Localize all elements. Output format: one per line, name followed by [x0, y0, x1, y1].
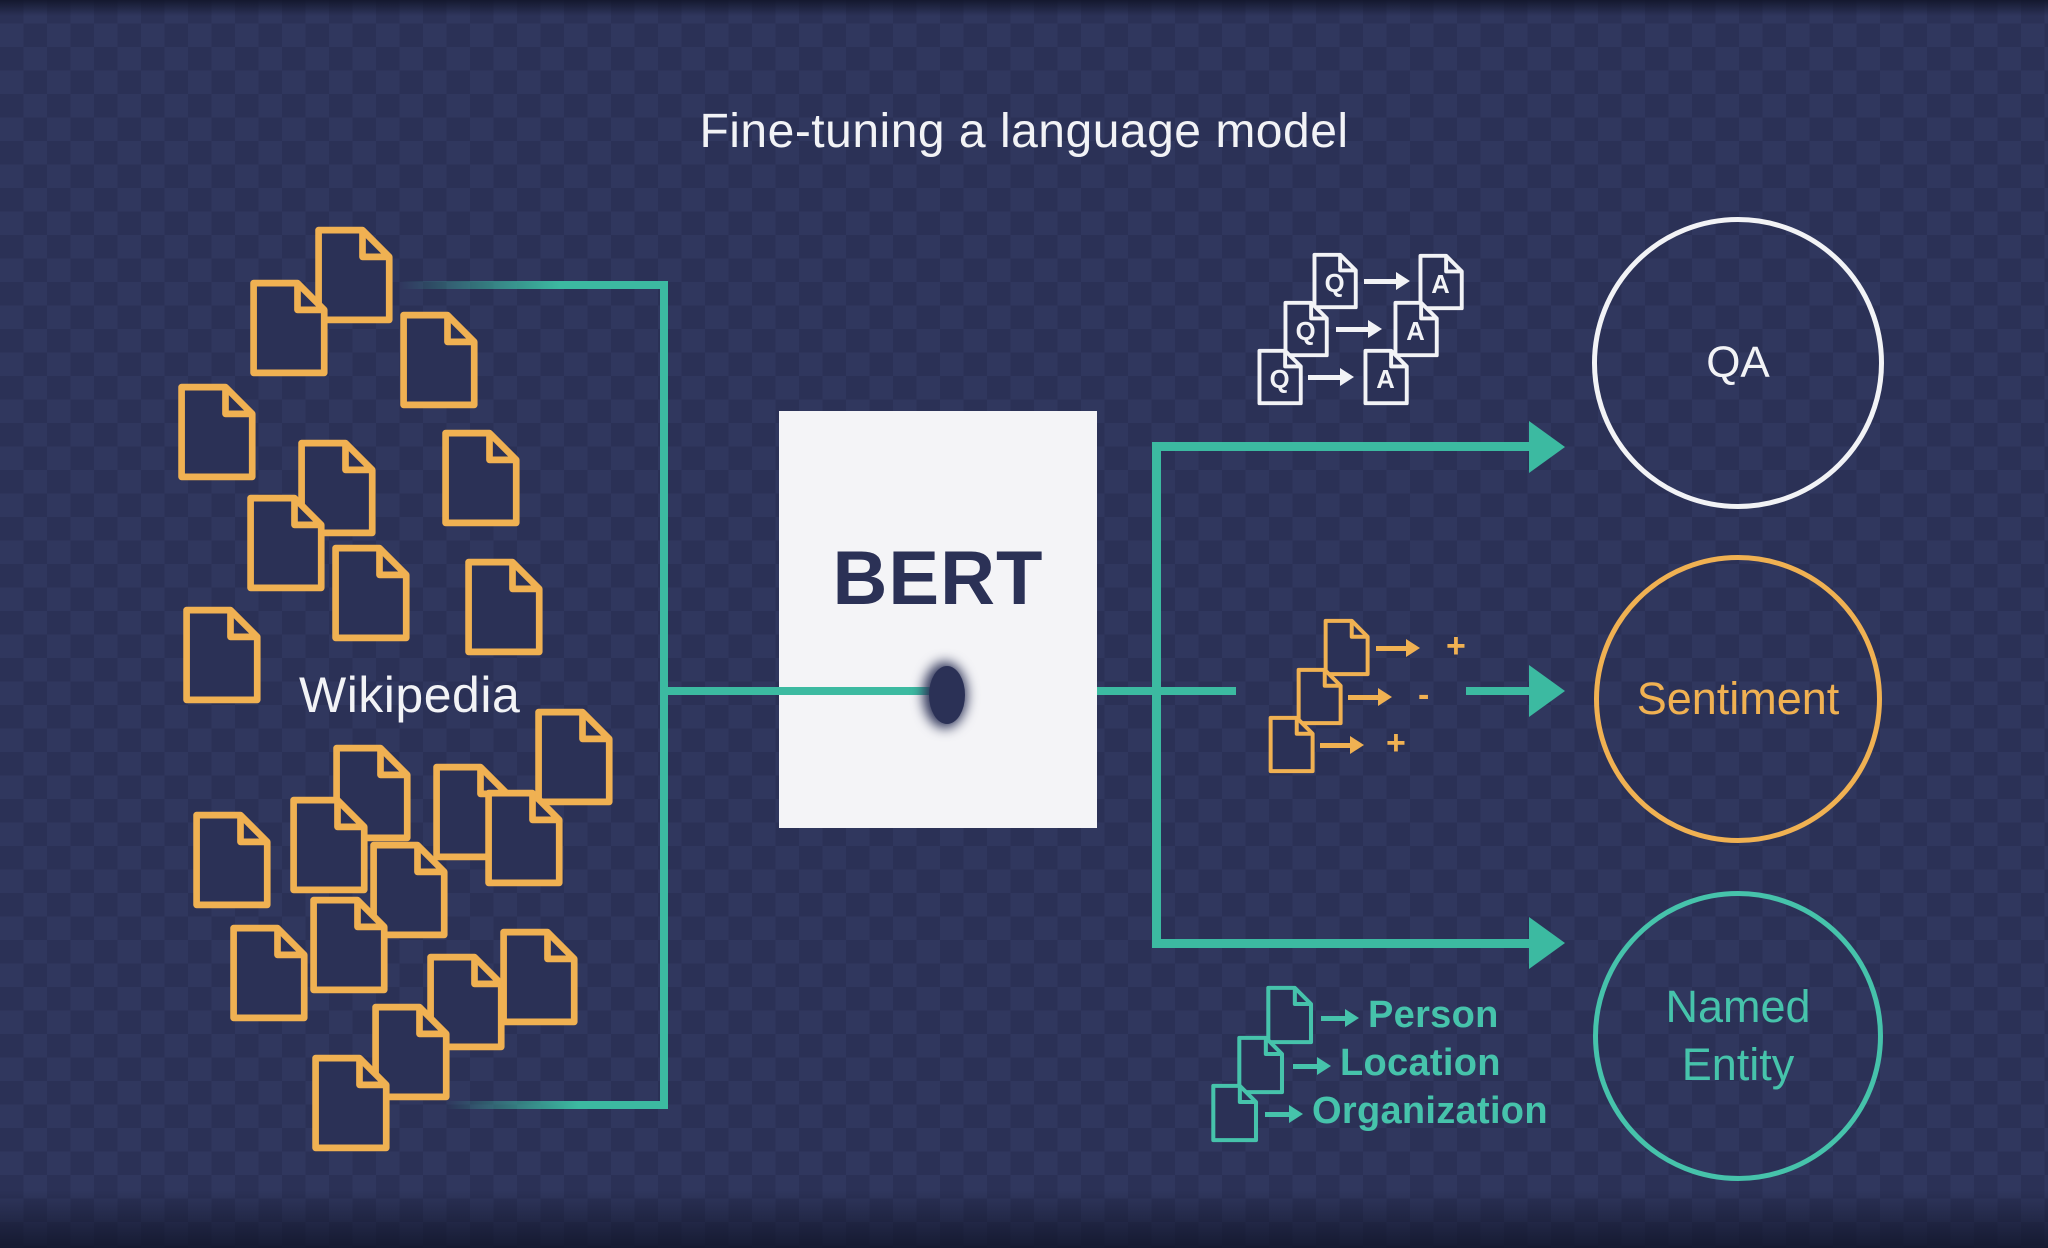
task-circle-named-entity-label: Named Entity	[1665, 980, 1811, 1091]
branch-vertical-line	[1152, 442, 1161, 948]
answer-doc-icon: A	[1393, 300, 1439, 358]
wiki-document-icon	[183, 606, 261, 704]
wiki-bracket-bottom-line	[445, 1101, 668, 1109]
bert-label: BERT	[832, 536, 1044, 621]
branch-line-to-ner	[1152, 939, 1530, 948]
question-doc-icon: Q	[1312, 252, 1358, 310]
entity-type-label: Organization	[1312, 1090, 1548, 1133]
arrowhead-to-sentiment-icon	[1529, 665, 1565, 717]
sentiment-plus-label: +	[1386, 723, 1406, 762]
question-doc-icon: Q	[1257, 348, 1303, 406]
sentiment-doc-icon	[1296, 667, 1343, 726]
wiki-document-icon	[310, 896, 388, 994]
svg-text:Q: Q	[1270, 366, 1290, 394]
svg-text:A: A	[1431, 271, 1450, 299]
wiki-bracket-top-line	[400, 281, 668, 289]
entity-doc-icon	[1237, 1035, 1285, 1095]
wiki-document-icon	[535, 708, 613, 806]
wiki-document-icon	[442, 429, 520, 527]
svg-text:Q: Q	[1325, 270, 1345, 298]
slide-title: Fine-tuning a language model	[699, 105, 1349, 158]
task-circle-sentiment-label: Sentiment	[1636, 673, 1840, 724]
wiki-document-icon	[400, 311, 478, 409]
sentiment-doc-icon	[1268, 715, 1315, 774]
entity-doc-icon	[1266, 985, 1314, 1045]
branch-line-to-sentiment	[1466, 687, 1530, 695]
task-circle-named-entity: Named Entity	[1593, 891, 1883, 1181]
wiki-document-icon	[290, 796, 368, 894]
wiki-document-icon	[230, 924, 308, 1022]
svg-text:A: A	[1406, 318, 1425, 346]
wiki-bracket-vertical-line	[660, 281, 668, 1109]
wiki-document-icon	[298, 439, 376, 537]
answer-doc-icon: A	[1363, 348, 1409, 406]
branch-line-to-qa	[1152, 442, 1530, 451]
bottom-vignette	[0, 1190, 2048, 1248]
bert-model-box: BERT	[779, 411, 1097, 828]
wiki-document-icon	[193, 811, 271, 909]
top-vignette	[0, 0, 2048, 16]
sentiment-minus-label: -	[1418, 675, 1430, 714]
wikipedia-to-bert-line	[664, 687, 947, 695]
svg-text:A: A	[1376, 366, 1395, 394]
arrowhead-to-ner-icon	[1529, 917, 1565, 969]
entity-doc-icon	[1211, 1083, 1259, 1143]
wiki-document-icon	[500, 928, 578, 1026]
answer-doc-icon: A	[1418, 253, 1464, 311]
task-circle-qa-label: QA	[1706, 338, 1770, 387]
sentiment-plus-label: +	[1446, 626, 1466, 665]
entity-type-label: Location	[1340, 1042, 1501, 1085]
wiki-document-icon	[332, 544, 410, 642]
task-circle-qa: QA	[1592, 217, 1884, 509]
wiki-document-icon	[250, 279, 328, 377]
wiki-document-icon	[485, 789, 563, 887]
entity-type-label: Person	[1368, 994, 1499, 1037]
arrowhead-to-qa-icon	[1529, 421, 1565, 473]
bert-input-hole	[929, 666, 965, 724]
task-circle-sentiment: Sentiment	[1594, 555, 1882, 843]
bert-output-line	[1097, 687, 1236, 695]
wiki-document-icon	[178, 383, 256, 481]
wiki-document-icon	[465, 558, 543, 656]
wikipedia-label: Wikipedia	[299, 667, 521, 723]
wiki-document-icon	[247, 494, 325, 592]
svg-text:Q: Q	[1296, 318, 1316, 346]
sentiment-doc-icon	[1323, 618, 1370, 677]
question-doc-icon: Q	[1283, 300, 1329, 358]
wiki-document-icon	[312, 1054, 390, 1152]
